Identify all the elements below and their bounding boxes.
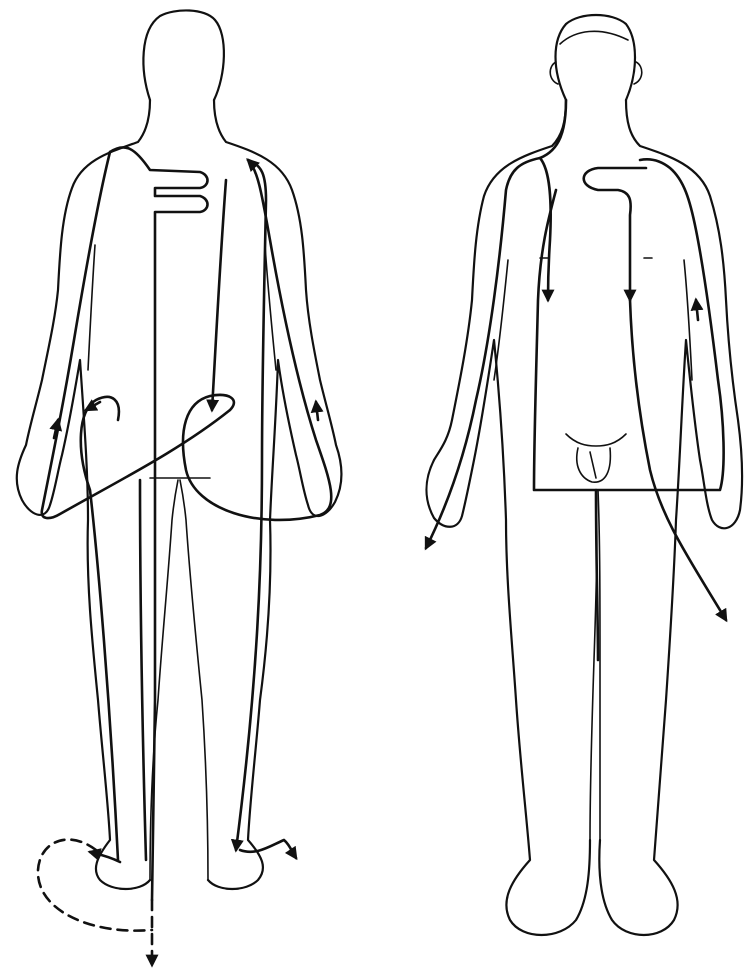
back-left-arm-channel <box>42 152 230 518</box>
front-torso-outline-right <box>599 100 742 935</box>
front-view-figure <box>427 15 743 935</box>
back-right-arm-arrow <box>316 402 318 420</box>
front-torso-outline-left <box>427 100 591 935</box>
front-right-arm-ascending-arrow <box>696 300 698 320</box>
front-head-outline <box>556 15 636 100</box>
front-view-flow-lines <box>426 100 726 660</box>
front-upper-torso-meander <box>584 168 646 300</box>
front-torso-rectangle-loop <box>534 159 724 490</box>
front-inner-leg-right <box>598 490 600 840</box>
back-head-outline <box>143 10 223 100</box>
back-view-figure <box>17 10 342 889</box>
back-inner-arm-left <box>88 245 95 370</box>
back-torso-outline-left <box>17 100 150 889</box>
back-inner-leg-right <box>180 480 208 880</box>
back-left-hip-loop <box>183 160 331 520</box>
back-torso-outline-right <box>208 100 342 889</box>
front-right-descending-channel <box>630 300 726 620</box>
back-view-flow-lines <box>38 147 331 965</box>
back-spine-meander <box>110 147 208 900</box>
back-left-foot-arrow <box>90 852 120 862</box>
front-genital-outline <box>566 434 626 482</box>
back-right-inner-channel <box>212 180 226 410</box>
front-hair-line <box>560 31 628 44</box>
front-central-descending-line <box>596 490 598 660</box>
back-left-leg-channel <box>140 480 146 860</box>
back-right-foot-flow <box>240 840 296 858</box>
back-right-descending-channel <box>236 160 266 850</box>
